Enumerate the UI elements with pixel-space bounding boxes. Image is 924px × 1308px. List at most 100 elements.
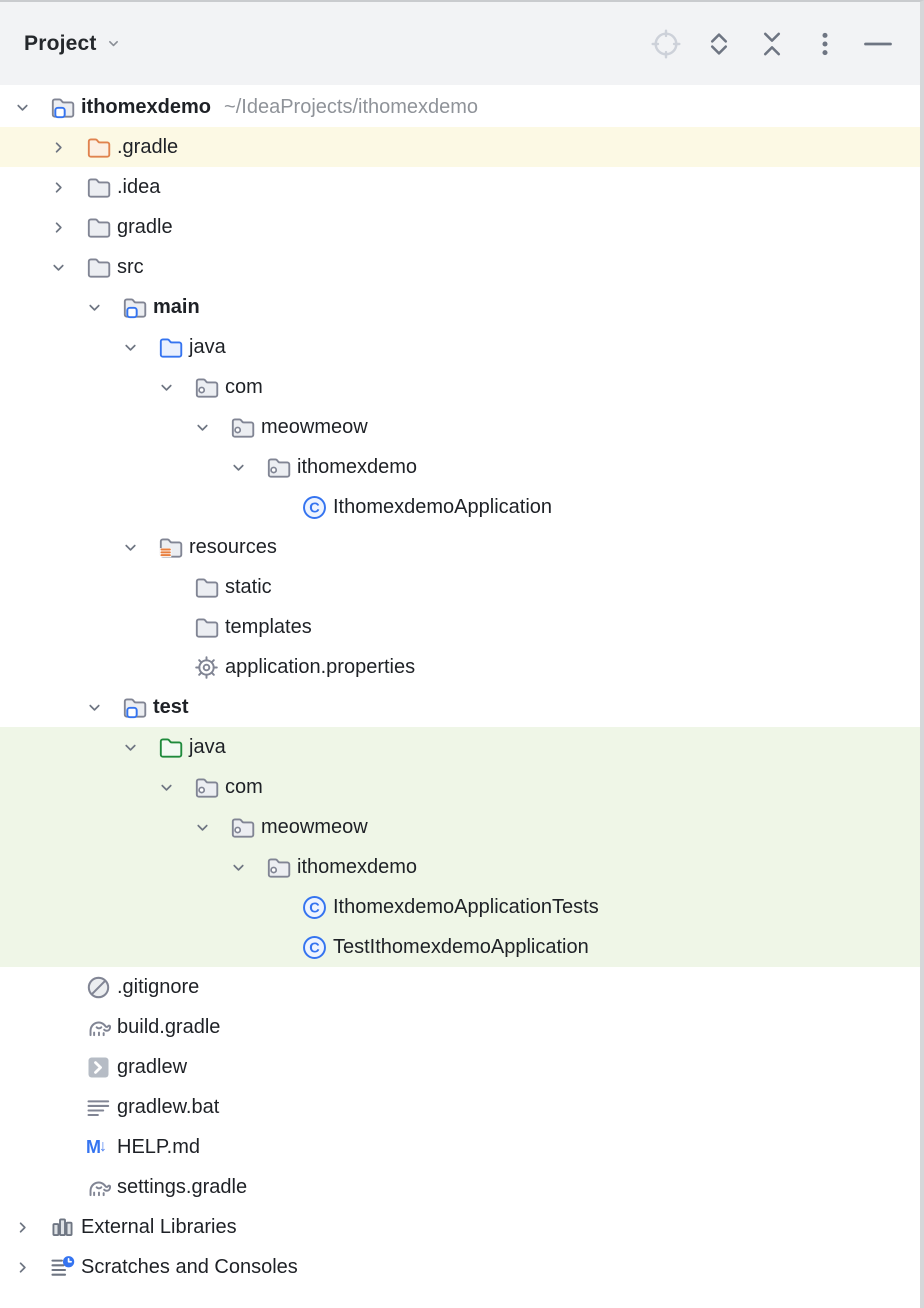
chevron-down-icon[interactable] [122,727,158,767]
chevron-down-icon[interactable] [194,807,230,847]
chevron-down-icon[interactable] [50,247,86,287]
chevron-down-icon[interactable] [86,687,122,727]
tree-row-meowmeow[interactable]: meowmeow [0,407,920,447]
tree-row-main[interactable]: main [0,287,920,327]
scratches-icon [50,1247,81,1287]
tree-row-static[interactable]: static [0,567,920,607]
tree-row-meowmeow[interactable]: meowmeow [0,807,920,847]
locate-opened-file-button[interactable] [650,28,682,60]
tree-row-gradle[interactable]: gradle [0,207,920,247]
chevron-spacer [50,1127,86,1167]
panel-title: Project [24,31,97,55]
tree-row-resources[interactable]: resources [0,527,920,567]
tree-row-build.gradle[interactable]: build.gradle [0,1007,920,1047]
folder-test-sources-icon [158,727,189,767]
chevron-spacer [50,1007,86,1047]
chevron-spacer [158,607,194,647]
tree-node-label: gradlew [117,1056,188,1078]
class-icon: C [302,487,333,527]
svg-text:C: C [309,900,320,916]
tree-row-application.properties[interactable]: application.properties [0,647,920,687]
tree-row-.idea[interactable]: .idea [0,167,920,207]
folder-icon [194,567,225,607]
folder-resources-icon [158,527,189,567]
project-path: ~/IdeaProjects/ithomexdemo [224,95,479,118]
module-folder-icon [122,687,153,727]
tree-node-label: .gitignore [117,976,200,998]
tree-row-templates[interactable]: templates [0,607,920,647]
tree-row-help.md[interactable]: M↓HELP.md [0,1127,920,1167]
tree-row-ithomexdemo[interactable]: ithomexdemo~/IdeaProjects/ithomexdemo [0,87,920,127]
chevron-spacer [50,1087,86,1127]
tree-row-.gitignore[interactable]: .gitignore [0,967,920,1007]
tree-row-src[interactable]: src [0,247,920,287]
tree-node-label: gradle [117,216,173,238]
tree-row-java[interactable]: java [0,327,920,367]
tree-row-ithomexdemo[interactable]: ithomexdemo [0,847,920,887]
tree-row-ithomexdemo[interactable]: ithomexdemo [0,447,920,487]
expand-all-button[interactable] [703,28,735,60]
chevron-spacer [266,927,302,967]
tree-node-label: com [225,776,263,798]
chevron-right-icon[interactable] [50,207,86,247]
gradle-file-icon [86,1167,117,1207]
chevron-down-icon[interactable] [86,287,122,327]
chevron-right-icon[interactable] [50,167,86,207]
folder-icon [86,167,117,207]
locate-icon [651,28,681,59]
tree-node-label: HELP.md [117,1136,201,1158]
chevron-down-icon[interactable] [14,87,50,127]
tree-node-label: External Libraries [81,1216,237,1238]
chevron-spacer [266,487,302,527]
tree-node-label: templates [225,616,312,638]
collapse-all-icon [757,29,787,59]
tree-row-.gradle[interactable]: .gradle [0,127,920,167]
tree-row-com[interactable]: com [0,367,920,407]
chevron-down-icon[interactable] [158,367,194,407]
chevron-right-icon[interactable] [14,1247,50,1287]
folder-icon [86,247,117,287]
properties-file-icon [194,647,225,687]
external-libraries-icon [50,1207,81,1247]
tree-row-settings.gradle[interactable]: settings.gradle [0,1167,920,1207]
tree-node-label: meowmeow [261,816,368,838]
module-folder-icon [122,287,153,327]
chevron-spacer [50,967,86,1007]
tree-node-label: IthomexdemoApplication [333,496,553,518]
package-icon [194,767,225,807]
tree-row-com[interactable]: com [0,767,920,807]
ignored-file-icon [86,967,117,1007]
chevron-right-icon[interactable] [50,127,86,167]
collapse-all-button[interactable] [756,28,788,60]
chevron-down-icon[interactable] [194,407,230,447]
hide-tool-window-button[interactable] [862,28,894,60]
chevron-down-icon[interactable] [158,767,194,807]
class-icon: C [302,927,333,967]
chevron-down-icon[interactable] [122,327,158,367]
chevron-down-icon[interactable] [230,447,266,487]
tree-row-external-libraries[interactable]: External Libraries [0,1207,920,1247]
more-options-button[interactable] [809,28,841,60]
tree-row-scratches-and-consoles[interactable]: Scratches and Consoles [0,1247,920,1287]
chevron-down-icon [106,36,121,51]
tree-node-label: ithomexdemo [297,856,418,878]
package-icon [266,447,297,487]
project-view-selector[interactable]: Project [24,32,121,56]
tree-row-test[interactable]: test [0,687,920,727]
tree-row-gradlew.bat[interactable]: gradlew.bat [0,1087,920,1127]
folder-icon [86,207,117,247]
tree-row-gradlew[interactable]: gradlew [0,1047,920,1087]
chevron-down-icon[interactable] [230,847,266,887]
tree-node-label: main [153,296,200,318]
tree-node-label: java [189,736,226,758]
chevron-right-icon[interactable] [14,1207,50,1247]
tree-row-java[interactable]: java [0,727,920,767]
chevron-down-icon[interactable] [122,527,158,567]
folder-sources-icon [158,327,189,367]
tree-node-label: src [117,256,144,278]
folder-icon [194,607,225,647]
